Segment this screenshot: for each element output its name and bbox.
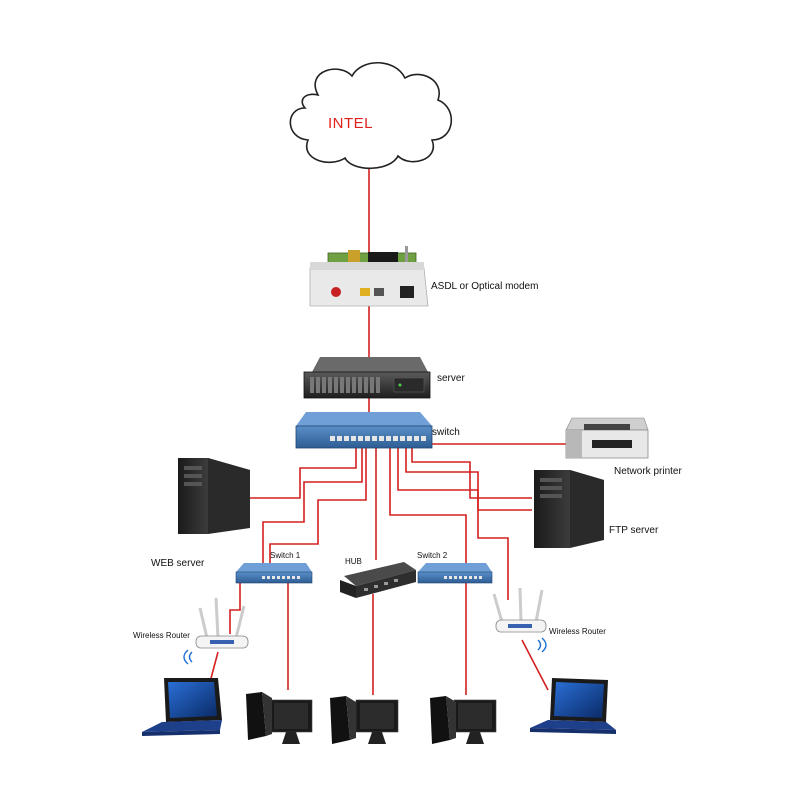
link-switch1-left-router [229,582,241,634]
link-switch-ftp-b [411,448,532,499]
internet-cloud [289,62,453,169]
desktop-pc-1 [246,692,313,744]
link-right-router-laptop [521,639,549,691]
ftp-server-label: FTP server [609,525,659,536]
network-printer [565,417,649,459]
link-switch-right-router [405,448,509,600]
hub-label: HUB [345,557,362,566]
link-switch-switch2 [389,448,467,565]
server-label: server [437,373,465,384]
laptop-right [530,678,616,734]
printer-label: Network printer [614,466,682,477]
modem-label: ASDL or Optical modem [431,281,539,292]
cloud-label: INTEL [328,115,374,132]
link-switch-switch1-b [269,448,367,565]
laptop-left [142,678,222,736]
wireless-router-right-label: Wireless Router [549,627,606,636]
web-server-label: WEB server [151,558,205,569]
switch2-label: Switch 2 [417,551,448,560]
switch-2 [417,563,493,584]
network-links [209,165,568,695]
switch-1 [235,563,313,584]
main-switch [295,412,433,449]
web-server-tower [178,458,250,534]
wireless-router-left [183,597,249,665]
modem [309,246,429,307]
desktop-pc-2 [330,696,399,744]
link-switch-ftp [397,448,532,511]
ftp-server-tower [534,470,604,548]
wireless-router-right [492,587,547,653]
wireless-router-left-label: Wireless Router [133,631,190,640]
switch-label: switch [432,427,460,438]
link-switch-switch1 [262,448,363,565]
link-left-router-laptop [209,651,219,683]
link-switch-webserver [250,448,357,499]
switch1-label: Switch 1 [270,551,301,560]
hub [340,562,416,598]
rack-server [303,357,431,399]
desktop-pc-3 [430,696,497,744]
